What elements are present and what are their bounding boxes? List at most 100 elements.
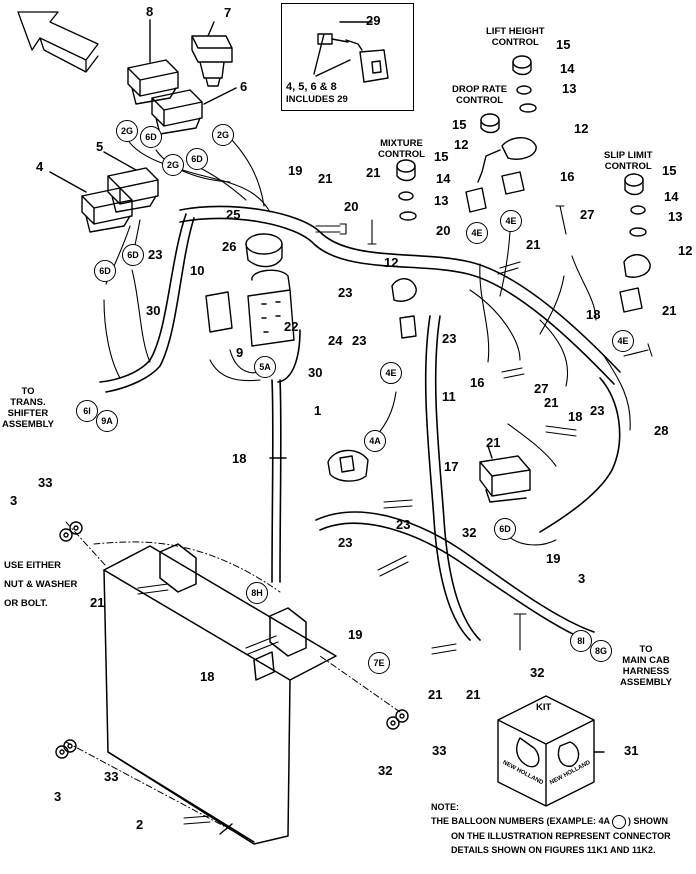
knob-25-icon [245, 233, 283, 268]
connector-balloon: 6D [186, 148, 208, 170]
inset-caption-line2: INCLUDES 29 [286, 94, 348, 105]
callout: 32 [378, 763, 393, 778]
callout: 3 [54, 789, 62, 804]
callout: 18 [200, 669, 215, 684]
callout: 32 [530, 665, 545, 680]
callout: 21 [486, 435, 501, 450]
callout: 30 [308, 365, 323, 380]
trans-shifter-note: TO TRANS. SHIFTER ASSEMBLY [2, 386, 54, 430]
callout: 10 [190, 263, 205, 278]
orientation-arrow-icon [17, 11, 99, 73]
callout: 21 [318, 171, 333, 186]
callout: 14 [436, 171, 451, 186]
callout: 13 [434, 193, 449, 208]
fasteners-icon [137, 205, 653, 825]
callout: 5 [96, 139, 104, 154]
balloon-example-icon [612, 814, 627, 829]
switch-7-icon [191, 35, 233, 87]
callout-29: 29 [366, 13, 381, 28]
callout: 23 [590, 403, 605, 418]
connector-balloon: 2G [212, 124, 234, 146]
connector-balloon: 7E [368, 652, 390, 674]
switch-17-icon [479, 455, 531, 503]
harness-bundles [99, 205, 621, 643]
callout: 33 [38, 475, 53, 490]
callout: 12 [384, 255, 399, 270]
callout: 19 [288, 163, 303, 178]
callout: 30 [146, 303, 161, 318]
callout: 15 [556, 37, 571, 52]
connector-balloon: 4E [500, 210, 522, 232]
kit-label: KIT [536, 702, 552, 713]
callout: 26 [222, 239, 237, 254]
connector-balloon: 9A [96, 410, 118, 432]
callout: 25 [226, 207, 241, 222]
balloon-note: NOTE: THE BALLOON NUMBERS (EXAMPLE: 4A) … [431, 802, 671, 855]
callout: 17 [444, 459, 459, 474]
connector-balloon: 4E [612, 330, 634, 352]
connector-balloon: 4E [466, 222, 488, 244]
connector-balloon: 2G [162, 154, 184, 176]
callout: 21 [526, 237, 541, 252]
callout: 24 [328, 333, 343, 348]
washers-icon [55, 521, 409, 759]
callout: 20 [344, 199, 359, 214]
callout: 15 [452, 117, 467, 132]
callout: 27 [534, 381, 549, 396]
callout: 21 [428, 687, 443, 702]
callout: 15 [434, 149, 449, 164]
connector-balloon: 6D [140, 126, 162, 148]
inset-detail: 29 4, 5, 6 & 8 INCLUDES 29 [281, 3, 414, 111]
connector-balloon: 8H [246, 582, 268, 604]
callout: 3 [10, 493, 18, 508]
callout: 23 [352, 333, 367, 348]
connector-balloon: 4E [380, 362, 402, 384]
callout: 12 [574, 121, 589, 136]
callout: 6 [240, 79, 248, 94]
callout: 7 [224, 5, 232, 20]
switch-4-icon [81, 187, 133, 233]
callout: 33 [104, 769, 119, 784]
connector-balloon: 6D [94, 260, 116, 282]
callout: 23 [396, 517, 411, 532]
callout: 21 [90, 595, 105, 610]
callout: 23 [148, 247, 163, 262]
relay-10-icon [205, 291, 233, 333]
inset-caption-line1: 4, 5, 6 & 8 [286, 81, 337, 93]
relay-9-icon [247, 269, 295, 347]
callout: 18 [568, 409, 583, 424]
switch-5-icon [107, 167, 159, 213]
callout: 9 [236, 345, 244, 360]
callout: 12 [678, 243, 693, 258]
callout: 20 [436, 223, 451, 238]
callout: 12 [454, 137, 469, 152]
callout: 18 [232, 451, 247, 466]
callout: 21 [466, 687, 481, 702]
mixture-caption: MIXTURE CONTROL [378, 138, 425, 160]
callout: 22 [284, 319, 299, 334]
connector-balloon: 2G [116, 120, 138, 142]
connector-balloon: 5A [254, 356, 276, 378]
callout: 3 [578, 571, 586, 586]
callout: 23 [338, 535, 353, 550]
callout: 16 [560, 169, 575, 184]
slip-limit-caption: SLIP LIMIT CONTROL [604, 150, 653, 172]
use-either-note: USE EITHER NUT & WASHER OR BOLT. [4, 560, 78, 609]
module-11-icon [327, 449, 369, 482]
callout: 14 [560, 61, 575, 76]
wire-leads [103, 139, 631, 546]
connector-balloon: 4A [364, 430, 386, 452]
potentiometers-icon [391, 55, 651, 339]
callout: 27 [580, 207, 595, 222]
switch-8-icon [127, 59, 179, 105]
connector-balloon: 8G [590, 640, 612, 662]
drop-rate-caption: DROP RATE CONTROL [452, 84, 508, 106]
kit-box-icon [497, 695, 595, 807]
connector-balloon: 6D [494, 518, 516, 540]
callout: 15 [662, 163, 677, 178]
callout: 21 [662, 303, 677, 318]
callout: 21 [544, 395, 559, 410]
lift-height-caption: LIFT HEIGHT CONTROL [486, 26, 545, 48]
